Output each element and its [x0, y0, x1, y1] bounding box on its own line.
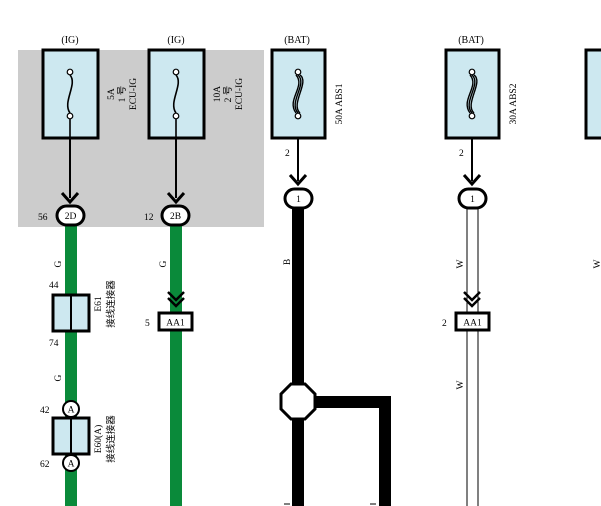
connector-e60: A A — [51, 400, 91, 472]
power-label-ig-2: (IG) — [167, 35, 184, 46]
fusible-link-abs1 — [270, 48, 327, 140]
junction-1-bat2: 1 — [457, 187, 488, 210]
connector-e60-pin-bottom: 62 — [40, 460, 50, 470]
power-label-bat-2: (BAT) — [458, 35, 484, 46]
connector-e61 — [51, 293, 91, 333]
fuse-1-name: ECU-IG — [129, 78, 139, 110]
svg-text:1: 1 — [470, 195, 475, 205]
svg-text:AA1: AA1 — [166, 319, 185, 329]
wire-color-w-1: W — [456, 259, 466, 268]
power-label-ig-1: (IG) — [61, 35, 78, 46]
svg-text:1: 1 — [296, 195, 301, 205]
connector-e60-pin-top: 42 — [40, 406, 50, 416]
wire-color-w-3: W — [593, 259, 601, 268]
connector-e61-desc: 接线连接器 — [105, 280, 117, 328]
fuse-4-pin: 2 — [459, 149, 464, 159]
svg-text:2B: 2B — [170, 212, 181, 222]
fusible-link-abs2 — [444, 48, 501, 140]
chevron-down-icon — [463, 291, 481, 308]
fuse-1-rating: 5A — [107, 88, 117, 100]
arrow-down-icon — [462, 174, 482, 187]
svg-text:A: A — [68, 406, 75, 416]
svg-text:A: A — [68, 460, 75, 470]
connector-aa1-right: AA1 — [454, 311, 491, 332]
wire-color-g-1: G — [54, 260, 64, 267]
connector-e61-pin-bottom: 74 — [49, 339, 59, 349]
green-wire-2 — [170, 225, 182, 506]
wire-color-w-2: W — [456, 380, 466, 389]
fuse-2-rating: 10A — [213, 86, 223, 103]
connector-e60-id: E60(A) — [93, 425, 104, 454]
fuse-2-number: 2 号 — [223, 86, 234, 103]
fuse-10a-ecu-ig-2 — [147, 48, 206, 140]
connector-aa1-left-pin: 5 — [145, 319, 150, 329]
black-wire-branch-down — [379, 396, 391, 506]
junction-2b: 2B — [160, 204, 191, 227]
junction-2b-pin: 12 — [144, 213, 154, 223]
connector-aa1-right-pin: 2 — [442, 319, 447, 329]
wire-color-b: B — [283, 259, 293, 265]
svg-text:2D: 2D — [65, 212, 77, 222]
black-wire-branch — [314, 396, 391, 408]
fuse-2-name: ECU-IG — [235, 78, 245, 110]
connector-aa1-left: AA1 — [157, 311, 194, 332]
fuse-5a-ecu-ig-1 — [41, 48, 100, 140]
junction-2d: 2D — [55, 204, 86, 227]
fuse-1-number: 1 号 — [117, 86, 128, 103]
fuse-3-label: 50A ABS1 — [335, 83, 345, 124]
wire-color-g-3: G — [159, 260, 169, 267]
junction-2d-pin: 56 — [38, 213, 48, 223]
fuse-partial-edge — [584, 48, 601, 140]
arrow-down-icon — [166, 192, 186, 205]
connector-e61-pin-top: 44 — [49, 281, 59, 291]
junction-1-bat1: 1 — [283, 187, 314, 210]
connector-e60-desc: 接线连接器 — [105, 415, 117, 463]
arrow-down-icon — [288, 174, 308, 187]
chevron-down-icon — [167, 291, 185, 308]
arrow-down-icon — [60, 192, 80, 205]
fuse-4-label: 30A ABS2 — [509, 83, 519, 124]
wire-color-g-2: G — [54, 374, 64, 381]
svg-text:AA1: AA1 — [463, 319, 482, 329]
fuse-3-pin: 2 — [285, 149, 290, 159]
splice-point-octagon — [279, 382, 317, 421]
power-label-bat-1: (BAT) — [284, 35, 310, 46]
black-wire — [292, 208, 304, 506]
connector-e61-id: E61 — [94, 296, 104, 312]
